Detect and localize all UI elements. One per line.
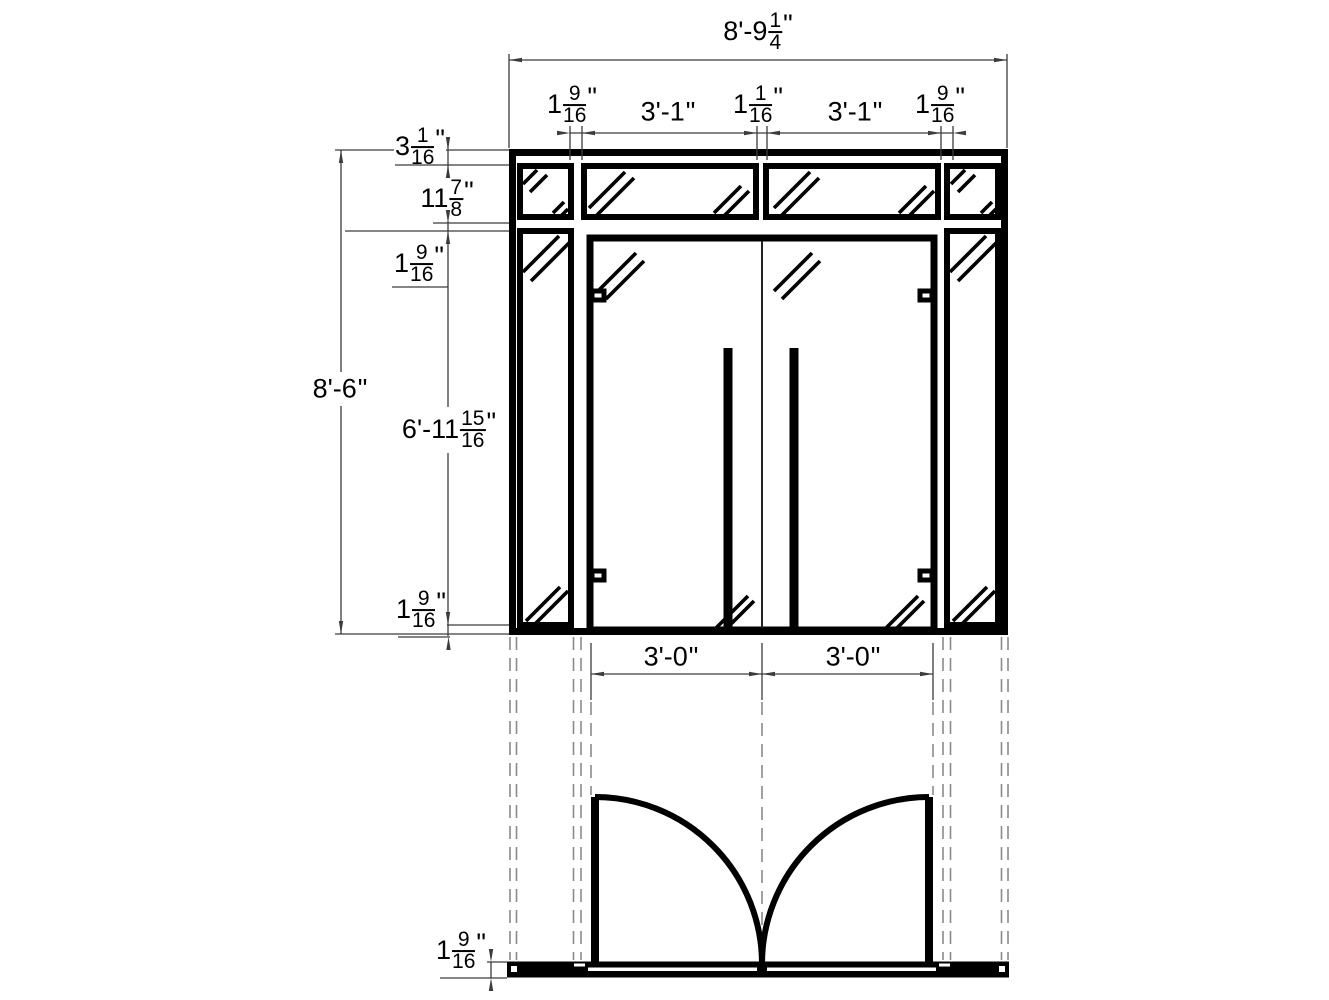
threshold-detail bbox=[588, 967, 757, 971]
inch-mark: " bbox=[434, 241, 444, 272]
glass-hatch-sidelite-right bbox=[948, 234, 998, 627]
inch-mark: " bbox=[486, 407, 497, 438]
glass-hatch-transom-left bbox=[587, 170, 751, 218]
dim-text: 1 bbox=[915, 89, 931, 120]
dim-door-leaf-right-width: 3'-0 " bbox=[825, 641, 881, 672]
dim-text: 1 bbox=[396, 594, 412, 625]
hinge-left-top bbox=[589, 288, 607, 303]
inch-mark: " bbox=[587, 82, 597, 113]
dim-transom-glass-left: 3'-1 " bbox=[640, 96, 696, 127]
dim-door-leaf-left-width: 3'-0 " bbox=[643, 641, 699, 672]
dim-text: 3'-0 bbox=[825, 641, 870, 672]
plan-threshold bbox=[507, 961, 1009, 978]
inch-mark: " bbox=[464, 176, 474, 207]
dim-text: 1 bbox=[394, 248, 410, 279]
sidelite-right bbox=[944, 228, 1001, 628]
dim-text: 3 bbox=[395, 131, 411, 162]
glass-hatch-transom-corner-left bbox=[521, 168, 570, 219]
threshold-detail bbox=[574, 963, 585, 967]
door-elevation bbox=[509, 149, 1008, 635]
glass-hatch-door-left bbox=[596, 251, 756, 633]
glass-hatch-sidelite-left bbox=[521, 234, 571, 627]
hinge-right-top bbox=[917, 288, 935, 303]
glass-hatch-transom-right bbox=[772, 170, 936, 218]
inch-mark: " bbox=[685, 96, 696, 127]
transom-panel-right bbox=[763, 163, 941, 220]
hinge-right-bottom bbox=[917, 568, 935, 583]
plan-swing-arc-left bbox=[594, 794, 765, 965]
dim-text: 3'-1 bbox=[827, 96, 872, 127]
threshold-detail bbox=[511, 966, 517, 972]
threshold-detail bbox=[939, 963, 950, 967]
inch-mark: " bbox=[870, 641, 881, 672]
dim-text: 8'-9 bbox=[723, 16, 768, 47]
threshold-detail bbox=[999, 966, 1005, 972]
projection-lines bbox=[509, 637, 1009, 960]
dimension-lines bbox=[335, 54, 1008, 991]
dim-text: 1 bbox=[547, 89, 563, 120]
plan-door-leaf-right bbox=[925, 797, 933, 964]
dim-text: 3'-1 bbox=[640, 96, 685, 127]
dim-text: 11 bbox=[420, 183, 449, 214]
inch-mark: " bbox=[688, 641, 699, 672]
threshold-detail bbox=[767, 967, 936, 971]
dim-overall-height: 8'-6 " bbox=[312, 373, 368, 404]
door-pull-left bbox=[723, 348, 733, 629]
plan-door-leaf-left bbox=[591, 797, 599, 964]
glass-hatch-transom-corner-right bbox=[949, 168, 998, 219]
dim-text: 6'-11 bbox=[401, 414, 460, 445]
glass-hatch-door-right bbox=[772, 251, 926, 633]
dim-text: 1 bbox=[733, 89, 749, 120]
dim-transom-glass-right: 3'-1 " bbox=[827, 96, 883, 127]
inch-mark: " bbox=[357, 373, 368, 404]
dim-text: 1 bbox=[436, 935, 452, 966]
inch-mark: " bbox=[436, 587, 446, 618]
door-pair-frame bbox=[586, 234, 938, 634]
transom-panel-left bbox=[581, 163, 759, 220]
sidelite-left bbox=[517, 228, 574, 628]
transom-corner-panel-right bbox=[944, 163, 1001, 220]
door-swing-plan bbox=[507, 637, 1009, 978]
dim-text: 3'-0 bbox=[643, 641, 688, 672]
inch-mark: " bbox=[476, 928, 486, 959]
inch-mark: " bbox=[872, 96, 883, 127]
hinge-left-bottom bbox=[589, 568, 607, 583]
transom-corner-panel-left bbox=[517, 163, 574, 220]
door-pull-right bbox=[789, 348, 799, 629]
inch-mark: " bbox=[773, 82, 783, 113]
plan-swing-arc-right bbox=[759, 794, 930, 965]
inch-mark: " bbox=[783, 9, 793, 40]
dim-text: 8'-6 bbox=[312, 373, 357, 404]
inch-mark: " bbox=[955, 82, 965, 113]
inch-mark: " bbox=[435, 124, 445, 155]
